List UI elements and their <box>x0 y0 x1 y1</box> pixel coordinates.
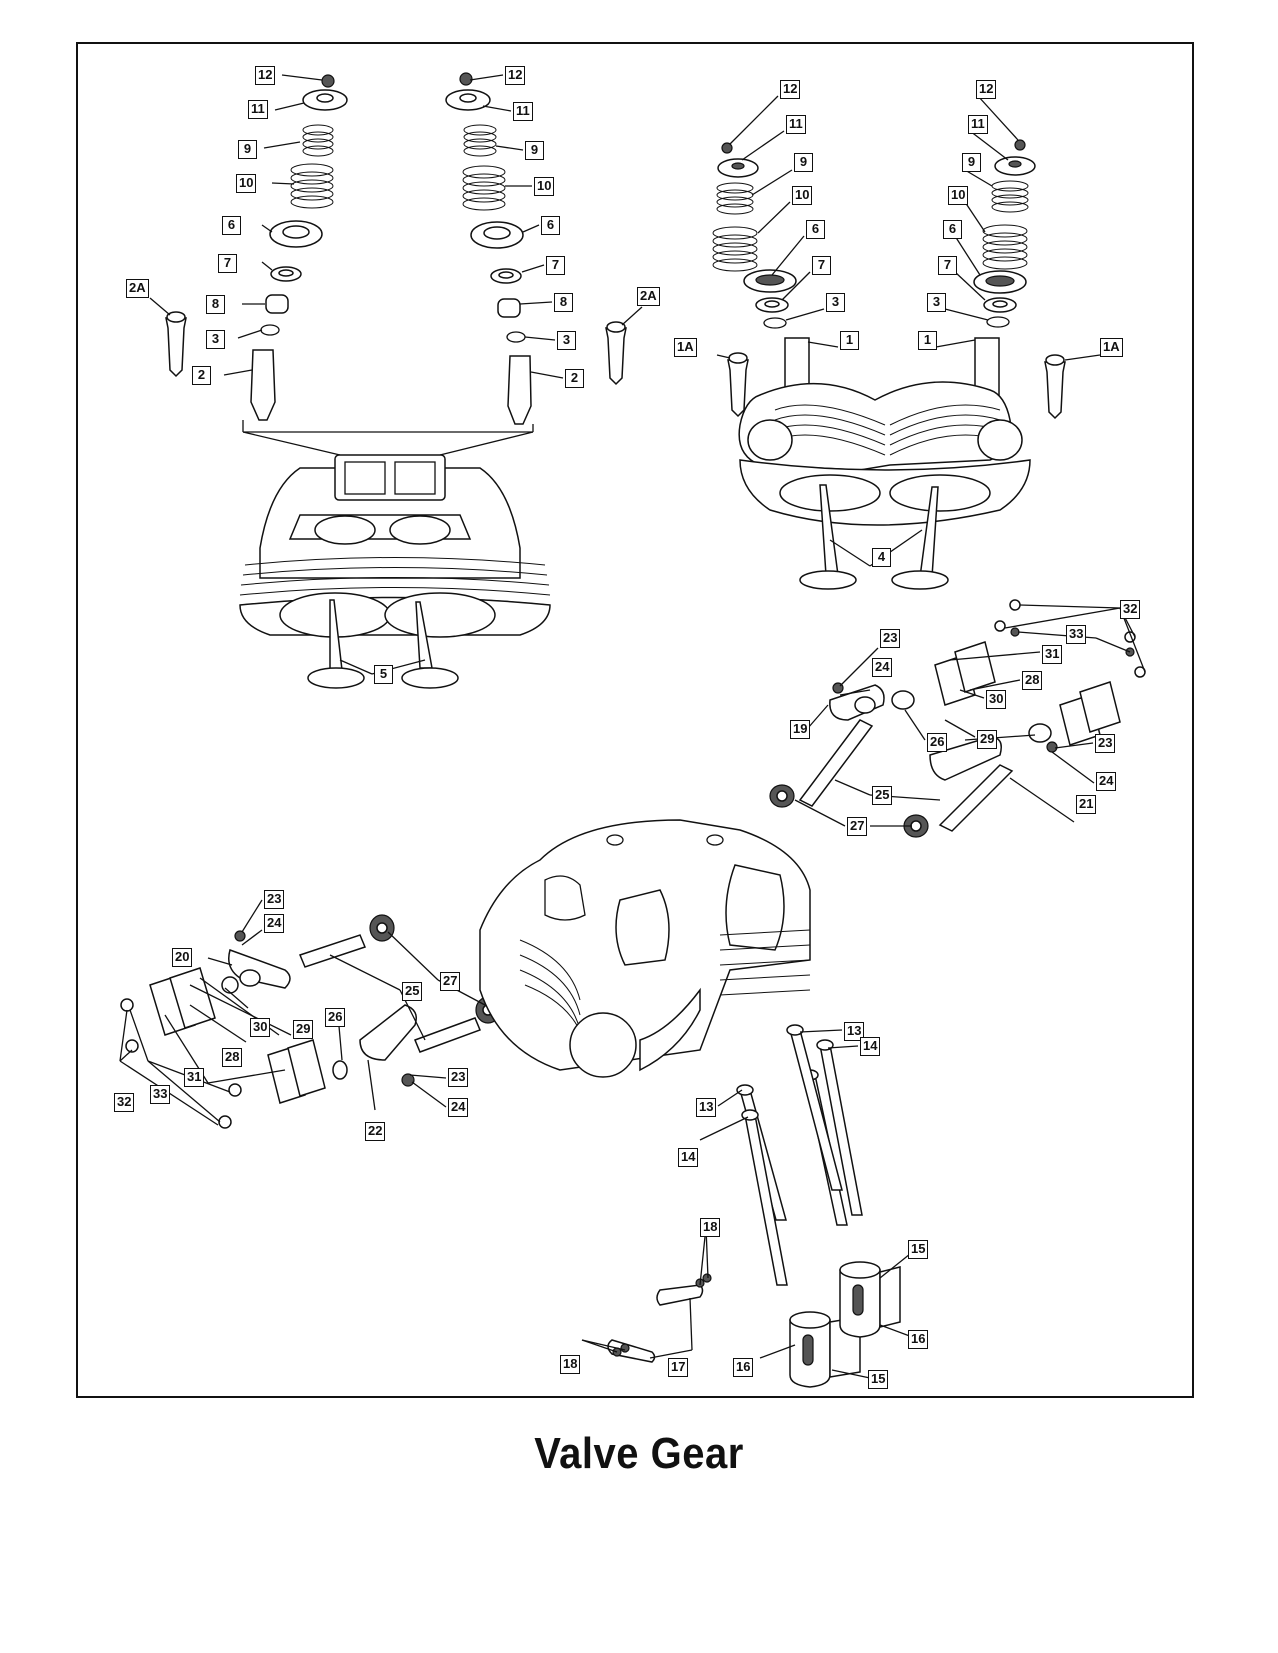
callout-7: 7 <box>938 256 957 275</box>
callout-2: 2 <box>192 366 211 385</box>
callout-2a: 2A <box>637 287 660 306</box>
callout-2: 2 <box>565 369 584 388</box>
callout-20: 20 <box>172 948 193 967</box>
cylinder-head-center <box>479 819 811 1078</box>
callout-9: 9 <box>794 153 813 172</box>
callout-14: 14 <box>860 1037 881 1056</box>
callout-3: 3 <box>206 330 225 349</box>
callout-3: 3 <box>826 293 845 312</box>
callout-1a: 1A <box>1100 338 1123 357</box>
callout-5: 5 <box>374 665 393 684</box>
valve-stack-left-a <box>165 74 348 421</box>
callout-1a: 1A <box>674 338 697 357</box>
callout-16: 16 <box>908 1330 929 1349</box>
callout-26: 26 <box>927 733 948 752</box>
callout-23: 23 <box>880 629 901 648</box>
callout-3: 3 <box>927 293 946 312</box>
callout-7: 7 <box>546 256 565 275</box>
callout-12: 12 <box>780 80 801 99</box>
callout-21: 21 <box>1076 795 1097 814</box>
callout-18: 18 <box>560 1355 581 1374</box>
callout-23: 23 <box>448 1068 469 1087</box>
callout-33: 33 <box>150 1085 171 1104</box>
callout-14: 14 <box>678 1148 699 1167</box>
callout-24: 24 <box>448 1098 469 1117</box>
callout-30: 30 <box>986 690 1007 709</box>
callout-24: 24 <box>1096 772 1117 791</box>
callout-9: 9 <box>525 141 544 160</box>
callout-15: 15 <box>868 1370 889 1389</box>
callout-8: 8 <box>206 295 225 314</box>
callout-10: 10 <box>534 177 555 196</box>
callout-33: 33 <box>1066 625 1087 644</box>
callout-12: 12 <box>255 66 276 85</box>
valve-stack-right-a <box>712 142 810 418</box>
callout-15: 15 <box>908 1240 929 1259</box>
callout-24: 24 <box>264 914 285 933</box>
callout-16: 16 <box>733 1358 754 1377</box>
callout-30: 30 <box>250 1018 271 1037</box>
callout-6: 6 <box>943 220 962 239</box>
figure-caption: Valve Gear <box>534 1430 744 1478</box>
callout-9: 9 <box>962 153 981 172</box>
callout-18: 18 <box>700 1218 721 1237</box>
valve-stack-right-b <box>973 139 1066 420</box>
tappet-guide-plates <box>607 1273 712 1363</box>
callout-3: 3 <box>557 331 576 350</box>
callout-10: 10 <box>792 186 813 205</box>
tappets <box>789 1261 901 1388</box>
callout-23: 23 <box>264 890 285 909</box>
diagram-frame <box>76 42 1194 1398</box>
callout-25: 25 <box>872 786 893 805</box>
callout-28: 28 <box>1022 671 1043 690</box>
callout-22: 22 <box>365 1122 386 1141</box>
callout-6: 6 <box>541 216 560 235</box>
callout-13: 13 <box>696 1098 717 1117</box>
callout-17: 17 <box>668 1358 689 1377</box>
callout-6: 6 <box>806 220 825 239</box>
callout-7: 7 <box>812 256 831 275</box>
callout-19: 19 <box>790 720 811 739</box>
callout-27: 27 <box>847 817 868 836</box>
callout-29: 29 <box>293 1020 314 1039</box>
callout-13: 13 <box>844 1022 865 1041</box>
callout-12: 12 <box>505 66 526 85</box>
callout-24: 24 <box>872 658 893 677</box>
cylinder-head-right <box>738 381 1031 590</box>
callout-11: 11 <box>786 115 806 134</box>
callout-26: 26 <box>325 1008 346 1027</box>
callout-11: 11 <box>968 115 988 134</box>
valve-stack-left-b <box>445 72 627 425</box>
callout-9: 9 <box>238 140 257 159</box>
callout-31: 31 <box>1042 645 1063 664</box>
callout-27: 27 <box>440 972 461 991</box>
callout-1: 1 <box>918 331 937 350</box>
callout-32: 32 <box>114 1093 135 1112</box>
callout-8: 8 <box>554 293 573 312</box>
callout-6: 6 <box>222 216 241 235</box>
callout-28: 28 <box>222 1048 243 1067</box>
push-rods <box>736 1024 863 1286</box>
rocker-assembly-right <box>769 599 1146 838</box>
callout-12: 12 <box>976 80 997 99</box>
callout-10: 10 <box>948 186 969 205</box>
callout-11: 11 <box>513 102 533 121</box>
callout-4: 4 <box>872 548 891 567</box>
callout-32: 32 <box>1120 600 1141 619</box>
callout-2a: 2A <box>126 279 149 298</box>
callout-7: 7 <box>218 254 237 273</box>
callout-29: 29 <box>977 730 998 749</box>
callout-10: 10 <box>236 174 257 193</box>
callout-23: 23 <box>1095 734 1116 753</box>
leader-lines <box>119 74 1146 1379</box>
callout-31: 31 <box>184 1068 205 1087</box>
callout-25: 25 <box>402 982 423 1001</box>
callout-1: 1 <box>840 331 859 350</box>
callout-11: 11 <box>248 100 268 119</box>
rocker-assembly-left <box>120 914 501 1129</box>
cylinder-head-left <box>239 454 551 689</box>
